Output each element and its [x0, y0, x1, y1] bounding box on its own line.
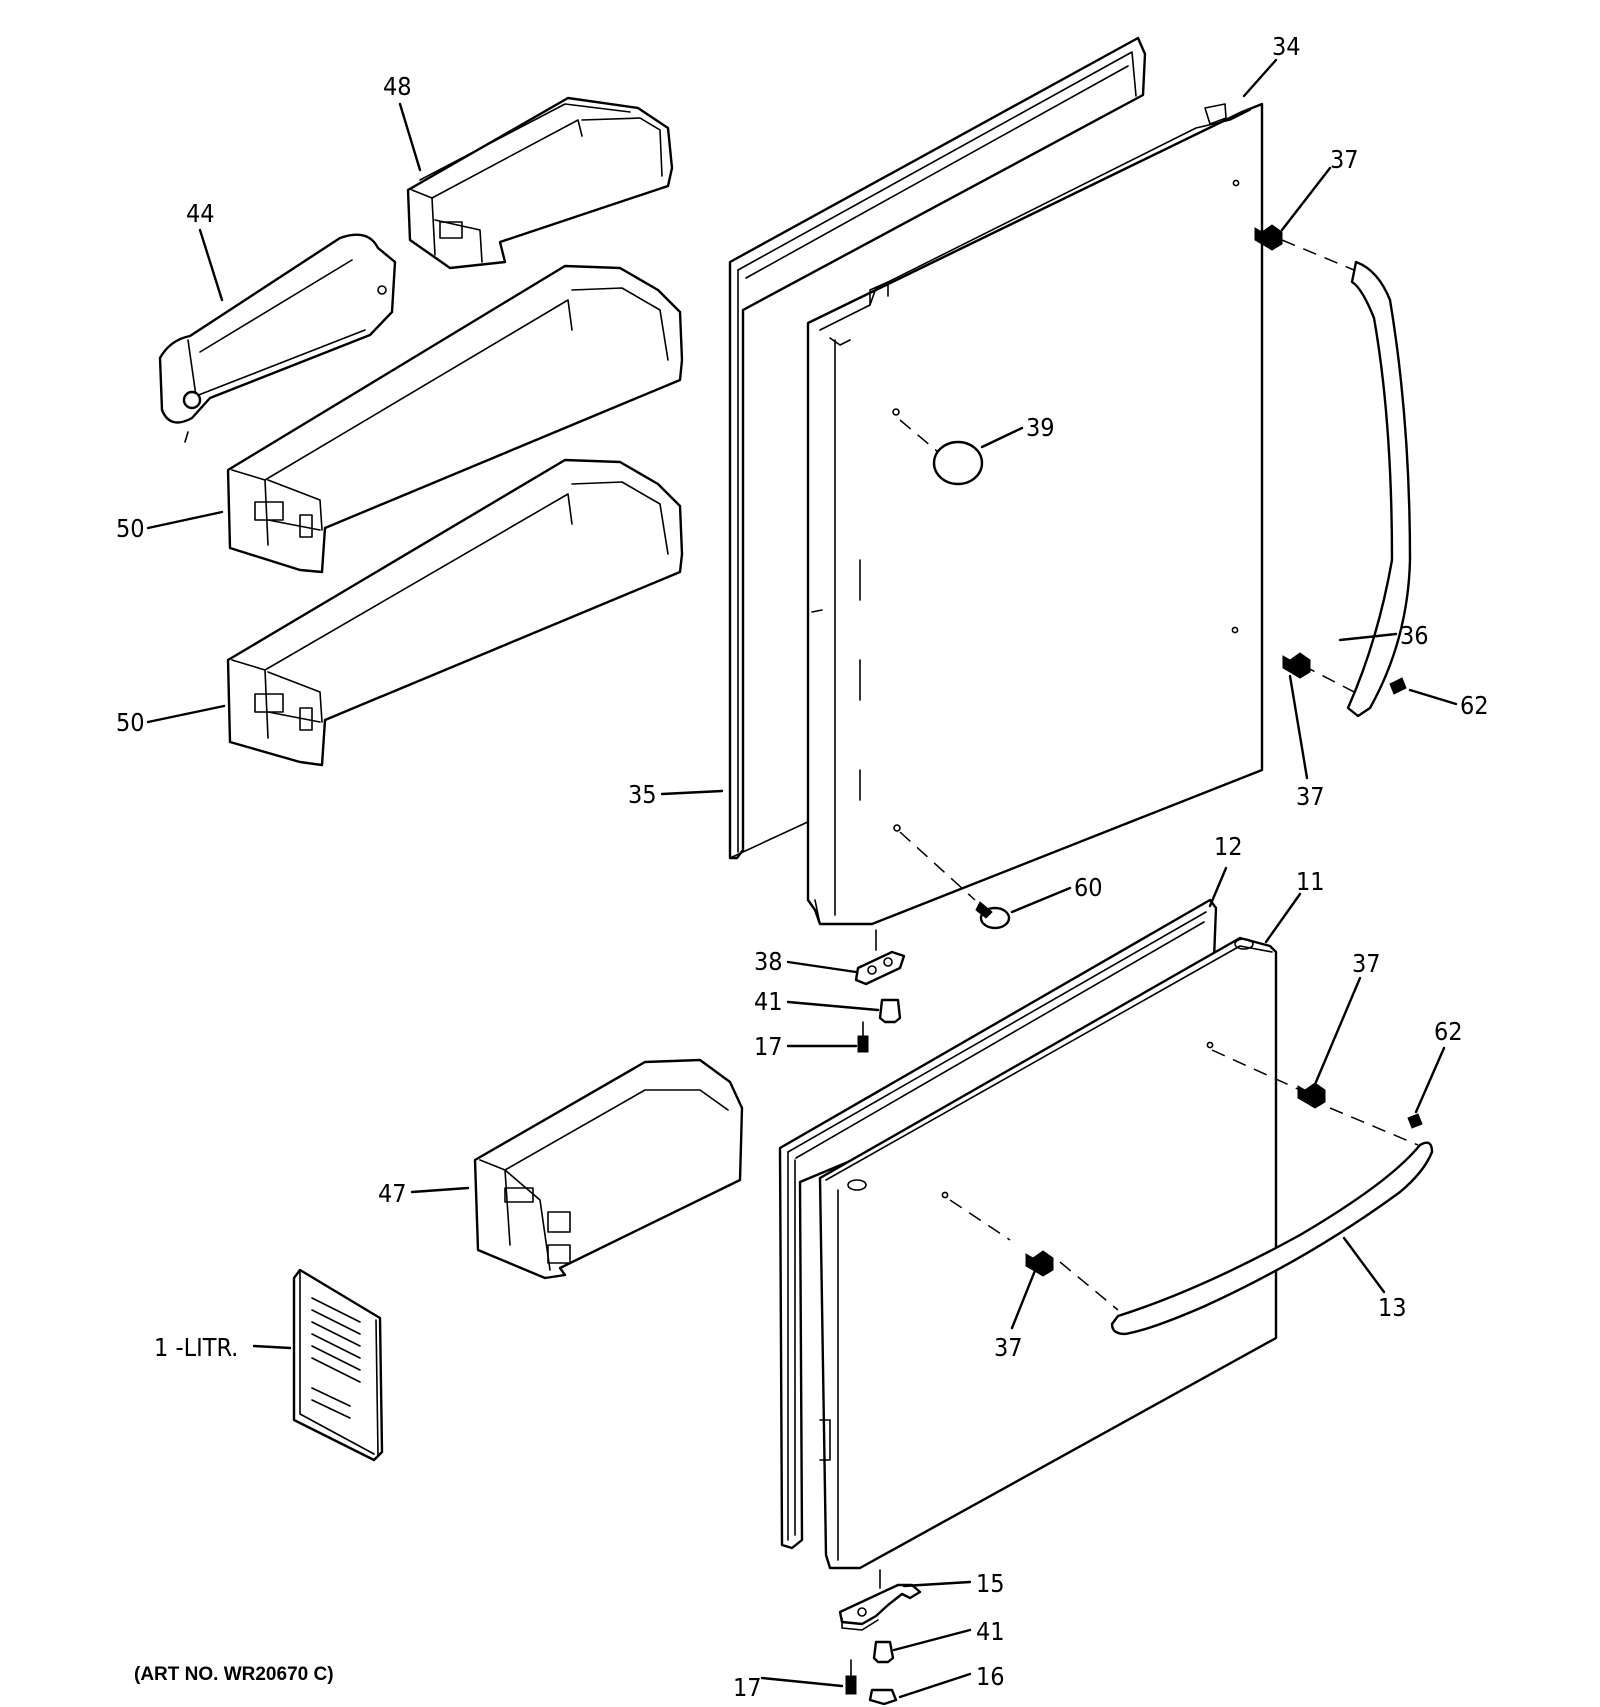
label-41-upper: 41: [754, 987, 783, 1016]
lower-door-handle: [949, 1049, 1434, 1336]
handle-fastener-lower-right: [1297, 1082, 1326, 1109]
label-50-lower: 50: [116, 708, 145, 737]
handle-fastener-upper-bottom: [1282, 652, 1311, 679]
label-37-lower-left: 37: [994, 1333, 1023, 1362]
label-17-upper: 17: [754, 1032, 783, 1061]
plug-button: [899, 419, 984, 486]
label-44: 44: [186, 199, 215, 228]
label-35: 35: [628, 780, 657, 809]
label-11: 11: [1296, 867, 1325, 896]
hinge-pin-bushing-upper: [878, 998, 902, 1024]
label-16: 16: [976, 1662, 1005, 1691]
label-47: 47: [378, 1179, 407, 1208]
label-13: 13: [1378, 1293, 1407, 1322]
hinge-pin-bushing-lower: [872, 1640, 895, 1664]
label-37-upper-bottom: 37: [1296, 782, 1325, 811]
label-60: 60: [1074, 873, 1103, 902]
handle-fastener-lower-left: [1025, 1250, 1054, 1277]
handle-fastener-upper-top: [1254, 224, 1283, 251]
small-door-bin: [406, 96, 674, 270]
label-15: 15: [976, 1569, 1005, 1598]
label-39: 39: [1026, 413, 1055, 442]
handle-setscrew-lower: [1407, 1113, 1423, 1129]
label-37-upper-top: 37: [1330, 145, 1359, 174]
label-36: 36: [1400, 621, 1429, 650]
door-bin-lower: [226, 458, 684, 767]
label-62-upper: 62: [1460, 691, 1489, 720]
upper-door-gasket: [728, 36, 1147, 860]
door-bin-upper: [226, 264, 684, 574]
label-34: 34: [1272, 32, 1301, 61]
hinge-cap: [868, 1688, 898, 1706]
label-37-lower-right: 37: [1352, 949, 1381, 978]
handle-setscrew-upper: [1389, 677, 1407, 695]
leader-lines: [146, 58, 1458, 1699]
upper-door: [806, 102, 1264, 926]
part-labels: 34 48 44 37 39 50 36 62 37 50 35 60 12 1…: [116, 32, 1489, 1702]
hinge-screw-lower: [845, 1659, 857, 1695]
upper-door-handle: [1281, 239, 1412, 718]
label-62-lower: 62: [1434, 1017, 1463, 1046]
bottom-hinge: [838, 1569, 922, 1631]
hinge-screw-upper: [857, 1021, 869, 1053]
upper-hinge-plate: [854, 929, 906, 986]
lower-door: [818, 936, 1278, 1570]
literature-booklet: [292, 1268, 384, 1462]
door-screw: [899, 831, 1011, 930]
label-17-lower: 17: [733, 1673, 762, 1702]
label-48: 48: [383, 72, 412, 101]
label-literature: 1 -LITR.: [154, 1333, 238, 1362]
label-12: 12: [1214, 832, 1243, 861]
label-38: 38: [754, 947, 783, 976]
label-50-upper: 50: [116, 514, 145, 543]
label-41-lower: 41: [976, 1617, 1005, 1646]
art-number: (ART NO. WR20670 C): [134, 1664, 334, 1685]
deep-door-bin: [473, 1058, 744, 1280]
dairy-compartment-cover: [158, 233, 397, 443]
